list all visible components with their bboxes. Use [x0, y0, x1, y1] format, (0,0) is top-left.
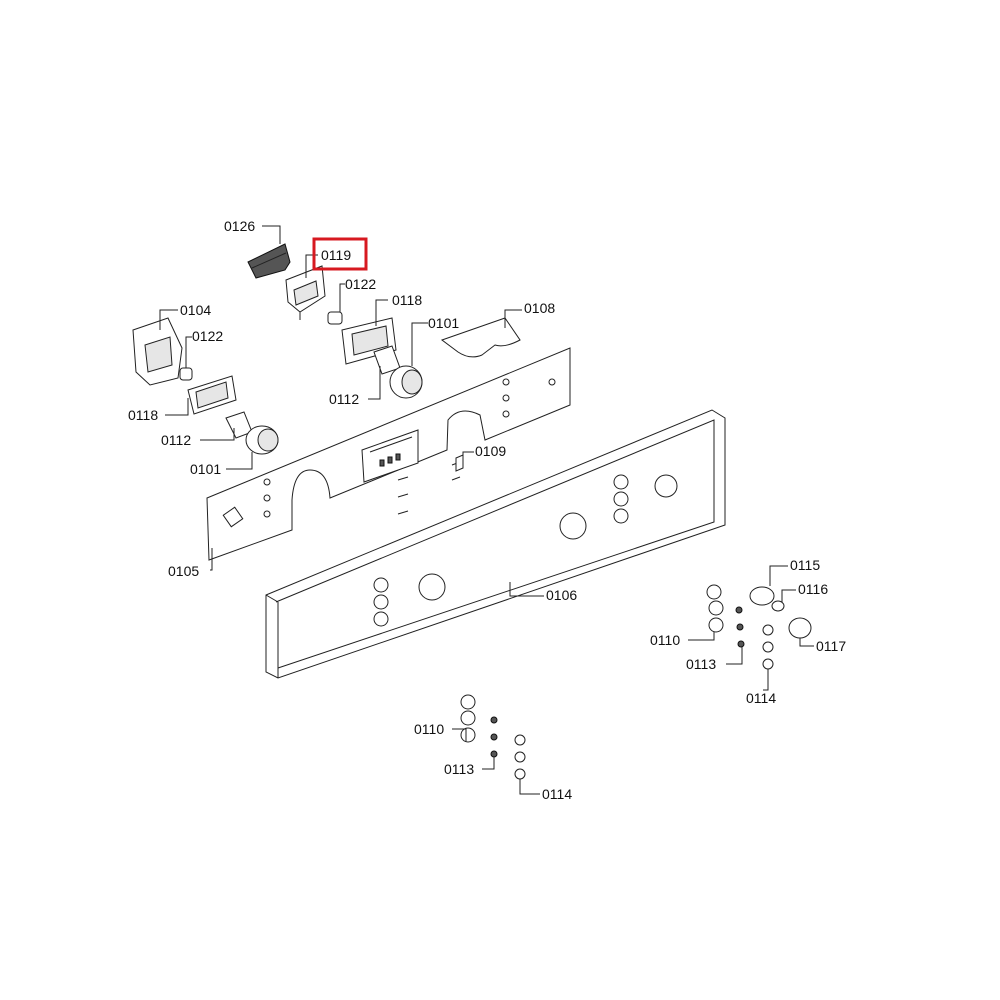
bracket-0118-left — [187, 375, 237, 415]
shaft-0122-upper — [327, 311, 343, 325]
label-0118-upper: 0118 — [392, 292, 422, 308]
label-0109: 0109 — [475, 443, 506, 459]
callout-labels: 0126 0119 0122 0118 0101 0108 0112 0104 … — [128, 218, 846, 802]
label-0114-bottom: 0114 — [542, 786, 572, 802]
small-parts-bottom — [460, 694, 526, 780]
label-0113-right: 0113 — [686, 656, 716, 672]
label-0114-right: 0114 — [746, 690, 776, 706]
label-0108: 0108 — [524, 300, 555, 316]
label-0119: 0119 — [321, 247, 351, 263]
label-0104: 0104 — [180, 302, 211, 318]
highlight-box — [312, 237, 368, 271]
label-0118-lower: 0118 — [128, 407, 158, 423]
label-0117: 0117 — [816, 638, 846, 654]
label-0122-upper: 0122 — [345, 276, 376, 292]
label-0113-bottom: 0113 — [444, 761, 474, 777]
display-module-0109 — [361, 429, 464, 483]
label-0126: 0126 — [224, 218, 255, 234]
label-0106: 0106 — [546, 587, 577, 603]
label-0110-bottom: 0110 — [414, 721, 444, 737]
selector-0104 — [132, 317, 193, 386]
label-0115: 0115 — [790, 557, 820, 573]
knob-0101-right — [389, 365, 423, 399]
label-0101-upper: 0101 — [428, 315, 459, 331]
leader-lines — [159, 225, 814, 795]
knob-0101-left — [245, 425, 279, 455]
label-0110-right: 0110 — [650, 632, 680, 648]
small-parts-right — [706, 584, 812, 670]
label-0122-lower: 0122 — [192, 328, 223, 344]
label-0105: 0105 — [168, 563, 199, 579]
bracket-0126 — [247, 243, 291, 279]
label-0101-lower: 0101 — [190, 461, 221, 477]
front-fascia-0106 — [265, 409, 726, 679]
label-0116: 0116 — [798, 581, 828, 597]
ribbon-cable-0108 — [440, 317, 521, 358]
label-0112-upper: 0112 — [329, 391, 359, 407]
label-0112-lower: 0112 — [161, 432, 191, 448]
